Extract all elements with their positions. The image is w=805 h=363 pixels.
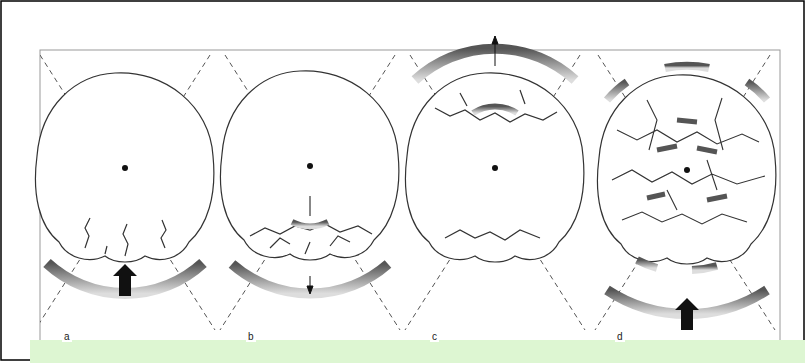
green-strip [30,340,805,363]
panel-letter: b [246,332,256,342]
panel-letter: c [430,332,439,342]
panel-letter: d [615,332,625,342]
panel-letter: a [62,332,72,342]
